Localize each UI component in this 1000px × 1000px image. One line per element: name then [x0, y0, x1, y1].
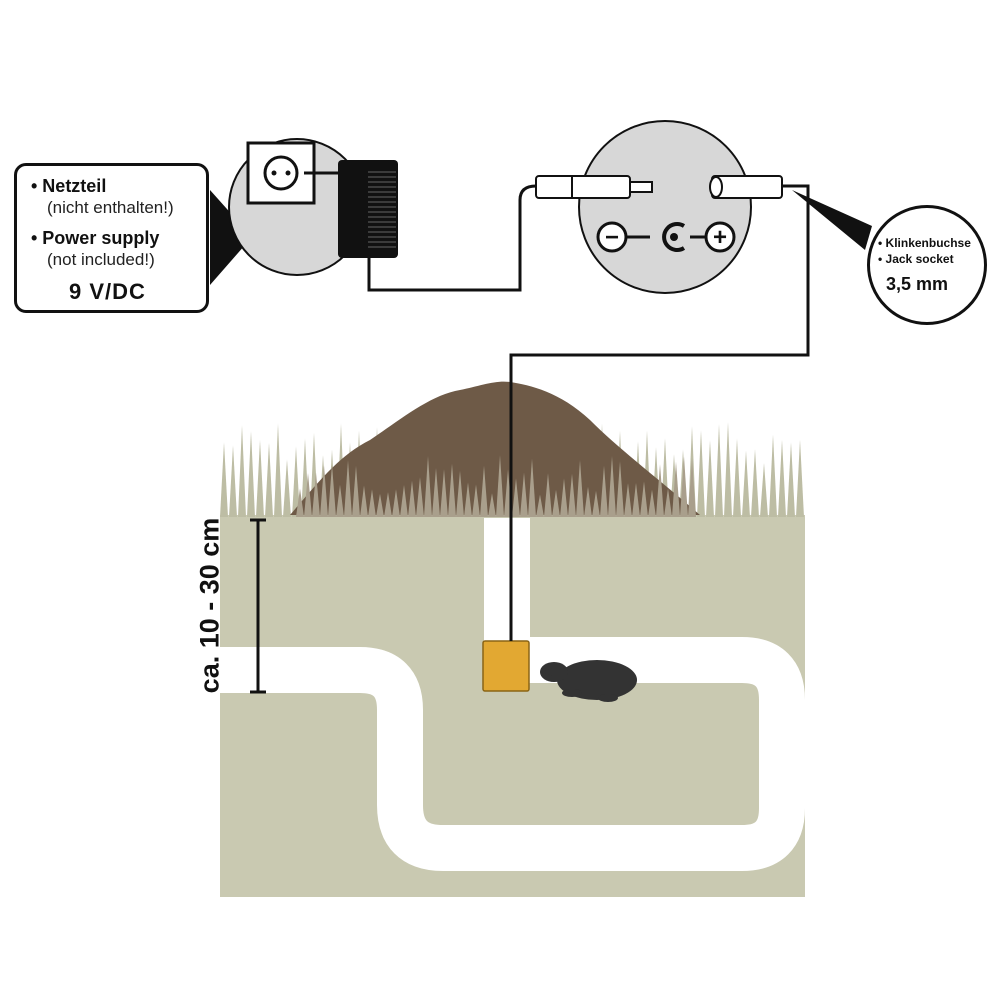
jack-socket-text: • Jack socket	[878, 252, 954, 266]
minus-sign: −	[605, 224, 619, 251]
outlet-circle	[210, 138, 398, 285]
molehill	[290, 381, 700, 515]
plus-sign: +	[713, 224, 727, 251]
power-supply-note: (not included!)	[47, 250, 155, 269]
wall-socket	[246, 141, 316, 205]
cable-adapter-to-plug	[367, 184, 537, 292]
cable-socket-to-device	[509, 184, 810, 641]
tunnel-system	[220, 518, 805, 871]
tunnel-left	[220, 637, 805, 871]
power-supply-text: • Power supply	[31, 228, 160, 248]
pointer-arrow-right	[792, 190, 872, 250]
depth-marker	[250, 518, 266, 694]
netzteil-note: (nicht enthalten!)	[47, 198, 174, 217]
jack-socket-label: • Klinkenbuchse • Jack socket 3,5 mm	[867, 205, 987, 325]
power-supply-label: • Netzteil (nicht enthalten!) • Power su…	[14, 163, 209, 313]
polarity-symbol: − +	[596, 221, 736, 253]
netzteil-label: • Netzteil	[31, 176, 107, 196]
mole	[540, 660, 637, 702]
plus-terminal	[704, 221, 736, 253]
plug-circle: − +	[535, 120, 783, 294]
jack-plug	[535, 175, 631, 199]
repeller-device	[482, 640, 530, 692]
depth-label: ca. 10 - 30 cm	[194, 517, 225, 694]
cables	[367, 184, 810, 641]
klinkenbuchse-label: • Klinkenbuchse	[878, 236, 971, 250]
voltage-label: 9 V/DC	[69, 279, 146, 304]
power-adapter	[338, 160, 398, 258]
pointer-arrow-left	[210, 190, 252, 285]
jack-size: 3,5 mm	[886, 274, 949, 294]
